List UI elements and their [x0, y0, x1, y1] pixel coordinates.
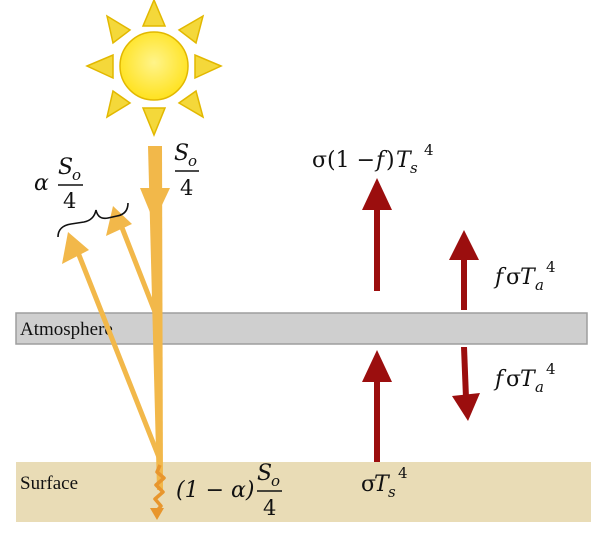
svg-text:α: α [34, 171, 49, 196]
atmosphere-label: Atmosphere [20, 319, 113, 340]
reflected-solar-arrows [74, 217, 163, 463]
svg-text:(1 − α): (1 − α) [176, 478, 254, 503]
atmosphere-down-emission-label: f σ T a 4 [493, 360, 556, 396]
svg-text:S: S [257, 461, 272, 486]
svg-text:σ: σ [506, 367, 521, 392]
atmosphere-down-emission-arrow [452, 347, 480, 421]
reflected-arrowhead-right [106, 206, 132, 236]
svg-text:4: 4 [546, 258, 556, 276]
svg-text:4: 4 [424, 141, 434, 159]
svg-text:s: s [410, 159, 418, 177]
reflected-arrowhead-left [62, 232, 89, 264]
svg-text:σ: σ [506, 265, 521, 290]
svg-text:T: T [396, 148, 413, 173]
svg-text:4: 4 [180, 176, 193, 200]
svg-text:S: S [174, 141, 189, 166]
reflected-brace [57, 202, 129, 238]
svg-text:o: o [271, 472, 280, 490]
svg-text:4: 4 [398, 464, 408, 482]
svg-text:σ(1 −: σ(1 − [312, 148, 375, 173]
svg-text:a: a [535, 378, 544, 396]
reflected-solar-label: α S o 4 [34, 155, 83, 213]
svg-text:4: 4 [263, 496, 276, 520]
absorbed-solar-label: (1 − α) S o 4 [176, 461, 282, 520]
svg-text:a: a [535, 276, 544, 294]
svg-text:f: f [493, 265, 507, 290]
surface-emission-label: σ T s 4 [361, 464, 408, 501]
absorbed-arrowhead [150, 508, 164, 520]
svg-text:): ) [386, 148, 395, 173]
surface-emission-arrow [362, 350, 392, 462]
svg-text:S: S [58, 155, 73, 180]
svg-text:o: o [188, 152, 197, 170]
svg-text:4: 4 [546, 360, 556, 378]
atmosphere-up-emission-label: f σ T a 4 [493, 258, 556, 294]
incoming-solar-label: S o 4 [174, 141, 199, 200]
svg-text:T: T [520, 367, 537, 392]
svg-text:T: T [520, 265, 537, 290]
svg-text:f: f [493, 367, 507, 392]
svg-text:o: o [72, 166, 81, 184]
escaping-longwave-arrow [362, 178, 392, 291]
surface-band [16, 462, 591, 522]
atmosphere-up-emission-arrow [449, 230, 479, 310]
absorbed-solar-wiggle [153, 464, 166, 514]
svg-text:T: T [374, 472, 391, 497]
sun-icon [85, 0, 223, 137]
svg-text:4: 4 [63, 189, 76, 213]
svg-text:σ: σ [361, 472, 376, 497]
svg-text:s: s [388, 483, 396, 501]
surface-label: Surface [20, 473, 78, 494]
incoming-solar-arrow [140, 146, 170, 490]
escaping-longwave-label: σ(1 − f ) T s 4 [312, 141, 434, 177]
